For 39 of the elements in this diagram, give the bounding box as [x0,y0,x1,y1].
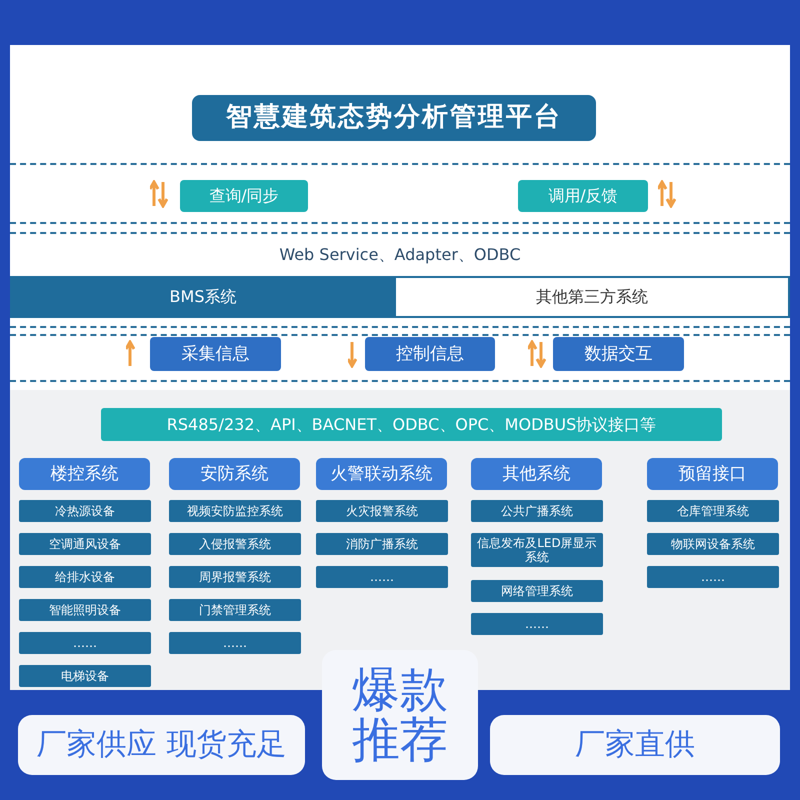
system-box: 调用/反馈 [518,180,648,212]
system-box: RS485/232、API、BACNET、ODBC、OPC、MODBUS协议接口等 [101,408,722,441]
promo-banner: 厂家供应 现货充足 [18,715,305,775]
system-box: 门禁管理系统 [169,599,301,621]
system-box: 公共广播系统 [471,500,603,522]
system-box: 智能照明设备 [19,599,151,621]
system-box: 消防广播系统 [316,533,448,555]
system-box: 仓库管理系统 [647,500,779,522]
promo-banner: 爆款推荐 [322,650,478,780]
system-box: 空调通风设备 [19,533,151,555]
system-box: 网络管理系统 [471,580,603,602]
system-box: 数据交互 [553,337,684,371]
system-box: 控制信息 [365,337,495,371]
system-box: 安防系统 [169,458,300,490]
system-box: …… [169,632,301,654]
system-box: …… [471,613,603,635]
promo-banner: 厂家直供 [490,715,780,775]
system-box: 火灾报警系统 [316,500,448,522]
system-box: 查询/同步 [180,180,308,212]
system-box: 楼控系统 [19,458,150,490]
interface-text: Web Service、Adapter、ODBC [200,240,600,270]
system-box: 其他第三方系统 [396,276,790,318]
system-box: 入侵报警系统 [169,533,301,555]
system-box: 其他系统 [471,458,602,490]
system-box: 冷热源设备 [19,500,151,522]
system-box: …… [647,566,779,588]
system-box: …… [19,632,151,654]
system-box: 视频安防监控系统 [169,500,301,522]
system-box: 物联网设备系统 [647,533,779,555]
system-box: 信息发布及LED屏显示系统 [471,533,603,567]
system-box: 给排水设备 [19,566,151,588]
system-box: 采集信息 [150,337,281,371]
system-box: 电梯设备 [19,665,151,687]
system-box: 预留接口 [647,458,778,490]
system-box: …… [316,566,448,588]
system-box: BMS系统 [10,276,396,318]
system-box: 周界报警系统 [169,566,301,588]
system-box: 智慧建筑态势分析管理平台 [192,95,596,141]
system-box: 火警联动系统 [316,458,447,490]
